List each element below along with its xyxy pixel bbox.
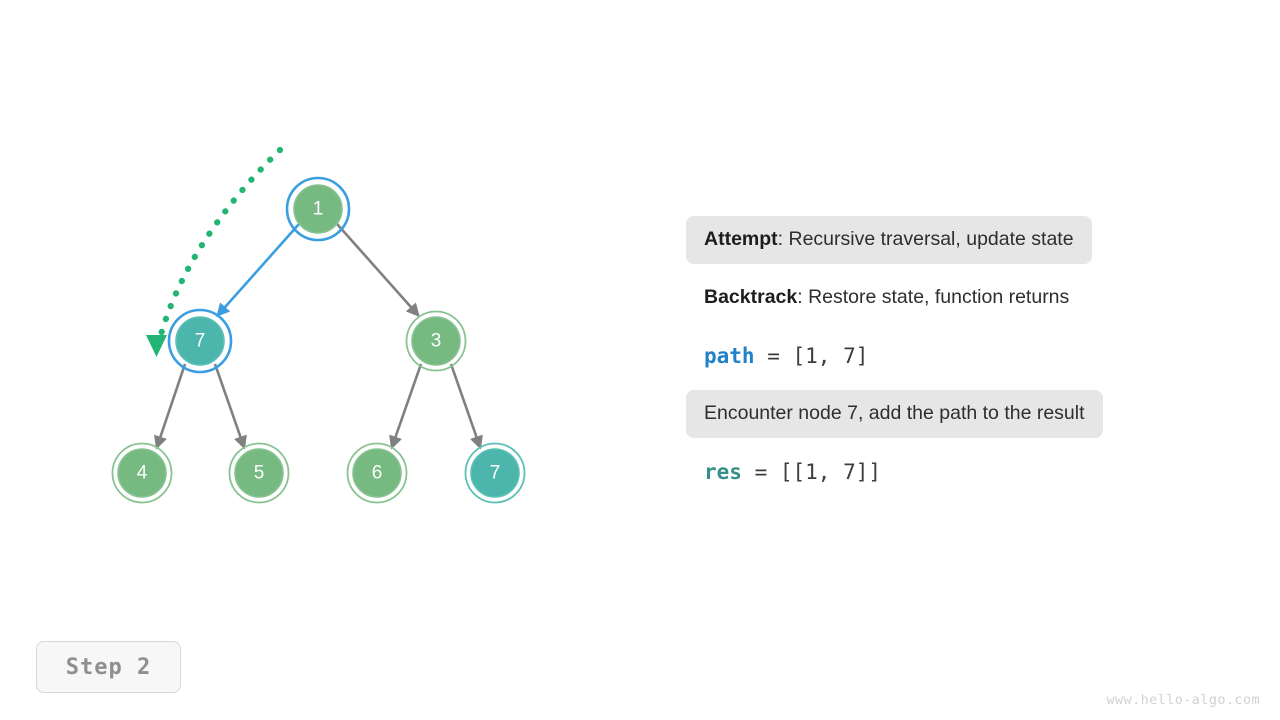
res-code-line: res = [[1, 7]] <box>704 459 882 484</box>
tree-node-7-left[interactable]: 7 <box>167 308 233 374</box>
panel-row-res: res = [[1, 7]] <box>686 448 1206 496</box>
backtrack-dotted-curve <box>156 146 284 342</box>
tree-node-6[interactable]: 6 <box>346 442 408 504</box>
tree-node-4[interactable]: 4 <box>111 442 173 504</box>
backtrack-row: Backtrack: Restore state, function retur… <box>686 274 1087 322</box>
encounter-text: Encounter node 7, add the path to the re… <box>704 402 1085 425</box>
attempt-text: Attempt: Recursive traversal, update sta… <box>704 230 1074 250</box>
panel-row-encounter: Encounter node 7, add the path to the re… <box>686 390 1206 438</box>
path-expression: = [1, 7] <box>754 343 869 368</box>
edge-n3-n7 <box>449 363 483 450</box>
edge-n1-n3 <box>336 223 420 318</box>
tree-edges <box>154 223 483 450</box>
step-badge-label: Step 2 <box>65 654 152 680</box>
tree-nodes: 1 7 3 4 5 6 <box>111 176 526 504</box>
tree-node-3[interactable]: 3 <box>405 310 467 372</box>
panel-row-path: path = [1, 7] <box>686 332 1206 380</box>
tree-node-6-label: 6 <box>372 463 383 484</box>
tree-node-3-label: 3 <box>431 331 442 352</box>
tree-node-1[interactable]: 1 <box>285 176 351 242</box>
path-row: path = [1, 7] <box>686 332 886 380</box>
step-badge: Step 2 <box>36 641 181 693</box>
backtrack-text: Backtrack: Restore state, function retur… <box>704 288 1069 308</box>
res-variable-name: res <box>704 459 742 484</box>
edge-n1-n2 <box>216 223 300 318</box>
res-expression: = [[1, 7]] <box>741 459 882 484</box>
res-row: res = [[1, 7]] <box>686 448 899 496</box>
panel-row-attempt: Attempt: Recursive traversal, update sta… <box>686 216 1206 264</box>
tree-node-7-left-label: 7 <box>195 331 206 352</box>
edge-n2-n4 <box>154 363 187 450</box>
tree-node-1-label: 1 <box>313 199 324 220</box>
binary-tree-diagram: 1 7 3 4 5 6 <box>111 146 526 504</box>
attempt-highlight-box: Attempt: Recursive traversal, update sta… <box>686 216 1092 264</box>
backtrack-pointer-icon <box>146 335 167 357</box>
tree-node-5-label: 5 <box>254 463 265 484</box>
panel-row-backtrack: Backtrack: Restore state, function retur… <box>686 274 1206 322</box>
tree-node-5[interactable]: 5 <box>228 442 290 504</box>
watermark: www.hello-algo.com <box>1106 692 1260 708</box>
tree-node-4-label: 4 <box>137 463 148 484</box>
edge-n2-n5 <box>213 363 247 450</box>
tree-node-7-right[interactable]: 7 <box>464 442 526 504</box>
attempt-label: Attempt <box>704 228 778 251</box>
edge-n3-n6 <box>389 363 423 450</box>
path-variable-name: path <box>704 343 755 368</box>
attempt-description: : Recursive traversal, update state <box>777 228 1074 251</box>
encounter-highlight-box: Encounter node 7, add the path to the re… <box>686 390 1103 438</box>
backtrack-label: Backtrack <box>704 286 798 309</box>
explanation-panel: Attempt: Recursive traversal, update sta… <box>686 216 1206 496</box>
path-code-line: path = [1, 7] <box>704 343 869 368</box>
backtrack-description: : Restore state, function returns <box>797 286 1070 309</box>
tree-node-7-right-label: 7 <box>490 463 501 484</box>
